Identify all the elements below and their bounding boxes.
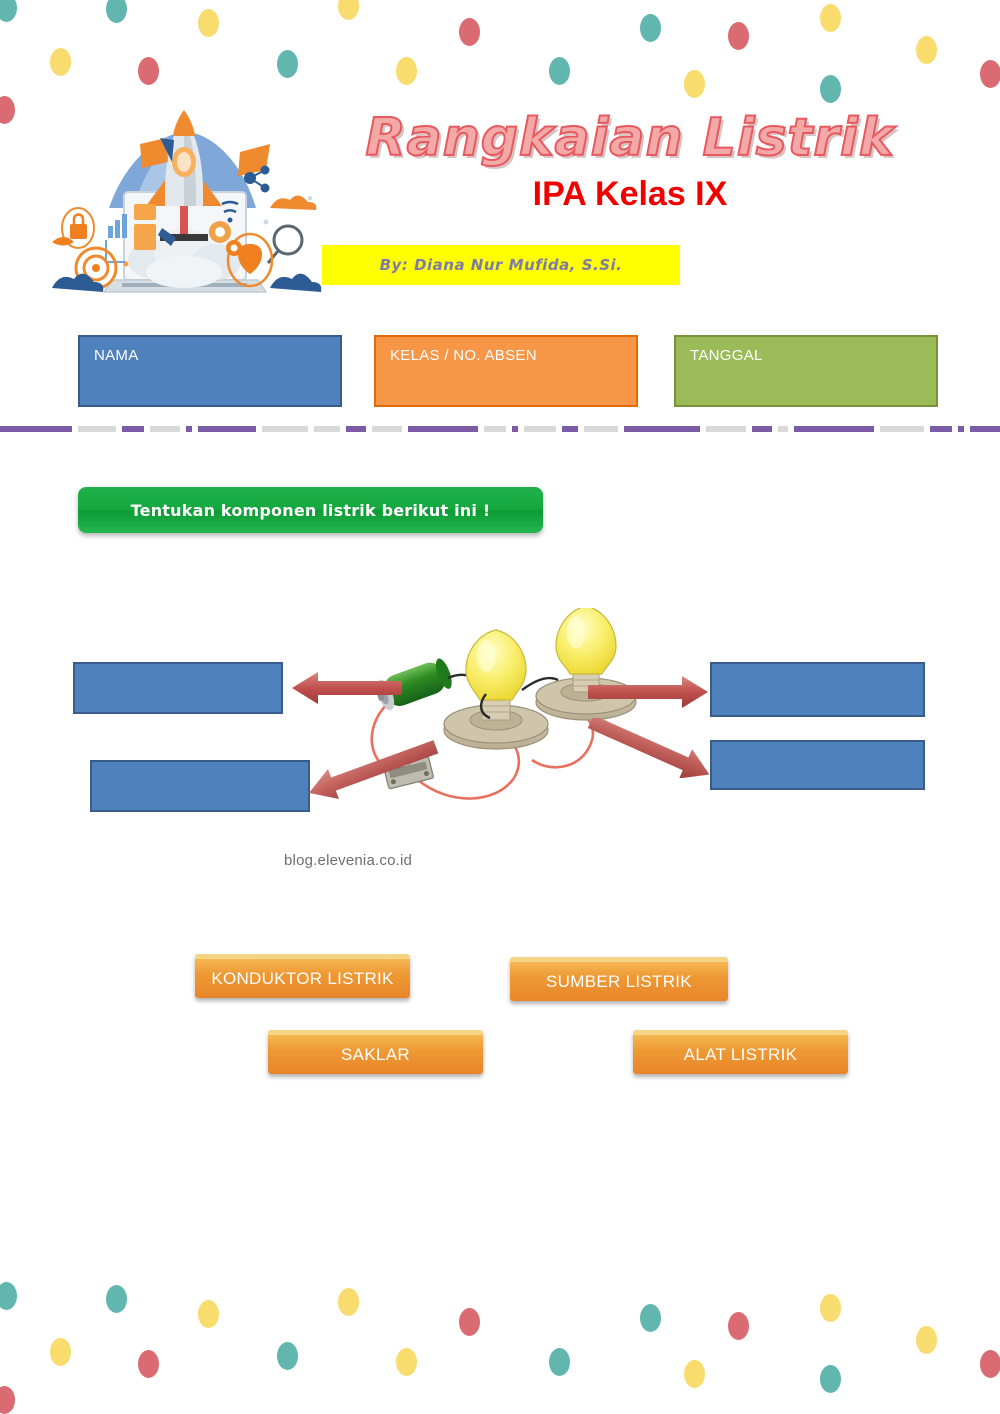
- section-divider: [0, 420, 1000, 438]
- confetti-dot: [50, 48, 71, 76]
- arrow-to-switch-blank: [305, 740, 440, 800]
- confetti-dot: [106, 0, 127, 23]
- instruction-text: Tentukan komponen listrik berikut ini !: [130, 500, 491, 520]
- confetti-dot: [916, 1326, 937, 1354]
- answer-blank-bottom-left[interactable]: [90, 760, 310, 812]
- confetti-dot: [0, 0, 17, 22]
- rocket-launch-laptop-illustration: [34, 100, 334, 315]
- confetti-dot: [106, 1285, 127, 1313]
- option-sumber-listrik[interactable]: SUMBER LISTRIK: [510, 957, 728, 1001]
- arrow-to-lamp-blank: [588, 672, 708, 712]
- confetti-dot: [684, 1360, 705, 1388]
- author-banner: By: Diana Nur Mufida, S.Si.: [322, 245, 680, 285]
- confetti-dot: [277, 1342, 298, 1370]
- option-label: ALAT LISTRIK: [683, 1044, 798, 1064]
- answer-blank-top-right[interactable]: [710, 662, 925, 717]
- confetti-dot: [138, 1350, 159, 1378]
- confetti-dot: [549, 1348, 570, 1376]
- confetti-dot: [820, 4, 841, 32]
- confetti-dot: [459, 18, 480, 46]
- confetti-dot: [640, 14, 661, 42]
- option-label: SUMBER LISTRIK: [546, 971, 692, 991]
- arrow-to-wire-blank: [585, 715, 715, 779]
- confetti-dot: [396, 1348, 417, 1376]
- confetti-dot: [0, 1386, 15, 1414]
- page-subtitle: IPA Kelas IX: [532, 175, 728, 213]
- confetti-dot: [459, 1308, 480, 1336]
- answer-blank-bottom-right[interactable]: [710, 740, 925, 790]
- confetti-dot: [980, 60, 1000, 88]
- option-saklar[interactable]: SAKLAR: [268, 1030, 483, 1074]
- confetti-dot: [198, 1300, 219, 1328]
- input-tanggal[interactable]: TANGGAL: [674, 335, 938, 407]
- confetti-dot: [684, 70, 705, 98]
- confetti-dot: [0, 1282, 17, 1310]
- confetti-dot: [277, 50, 298, 78]
- input-nama[interactable]: NAMA: [78, 335, 342, 407]
- confetti-dot: [338, 0, 359, 20]
- arrow-to-battery-blank: [292, 668, 402, 708]
- option-konduktor-listrik[interactable]: KONDUKTOR LISTRIK: [195, 954, 410, 998]
- confetti-dot: [728, 1312, 749, 1340]
- confetti-dot: [820, 75, 841, 103]
- instruction-banner: Tentukan komponen listrik berikut ini !: [78, 487, 543, 533]
- confetti-dot: [640, 1304, 661, 1332]
- confetti-dot: [338, 1288, 359, 1316]
- confetti-dot: [198, 9, 219, 37]
- option-alat-listrik[interactable]: ALAT LISTRIK: [633, 1030, 848, 1074]
- label-nama: NAMA: [94, 347, 139, 364]
- confetti-dot: [396, 57, 417, 85]
- diagram-watermark: blog.elevenia.co.id: [284, 852, 413, 869]
- confetti-dot: [728, 22, 749, 50]
- confetti-dot: [820, 1294, 841, 1322]
- page-title: Rangkaian Listrik: [365, 107, 895, 169]
- confetti-dot: [820, 1365, 841, 1393]
- label-kelas-no-absen: KELAS / NO. ABSEN: [390, 347, 537, 364]
- confetti-dot: [138, 57, 159, 85]
- confetti-dot: [549, 57, 570, 85]
- answer-blank-top-left[interactable]: [73, 662, 283, 714]
- confetti-dot: [0, 96, 15, 124]
- confetti-dot: [980, 1350, 1000, 1378]
- input-kelas-no-absen[interactable]: KELAS / NO. ABSEN: [374, 335, 638, 407]
- option-label: KONDUKTOR LISTRIK: [211, 968, 394, 988]
- option-label: SAKLAR: [341, 1044, 410, 1064]
- confetti-dot: [916, 36, 937, 64]
- confetti-dot: [50, 1338, 71, 1366]
- author-name: By: Diana Nur Mufida, S.Si.: [379, 256, 623, 274]
- label-tanggal: TANGGAL: [690, 347, 763, 364]
